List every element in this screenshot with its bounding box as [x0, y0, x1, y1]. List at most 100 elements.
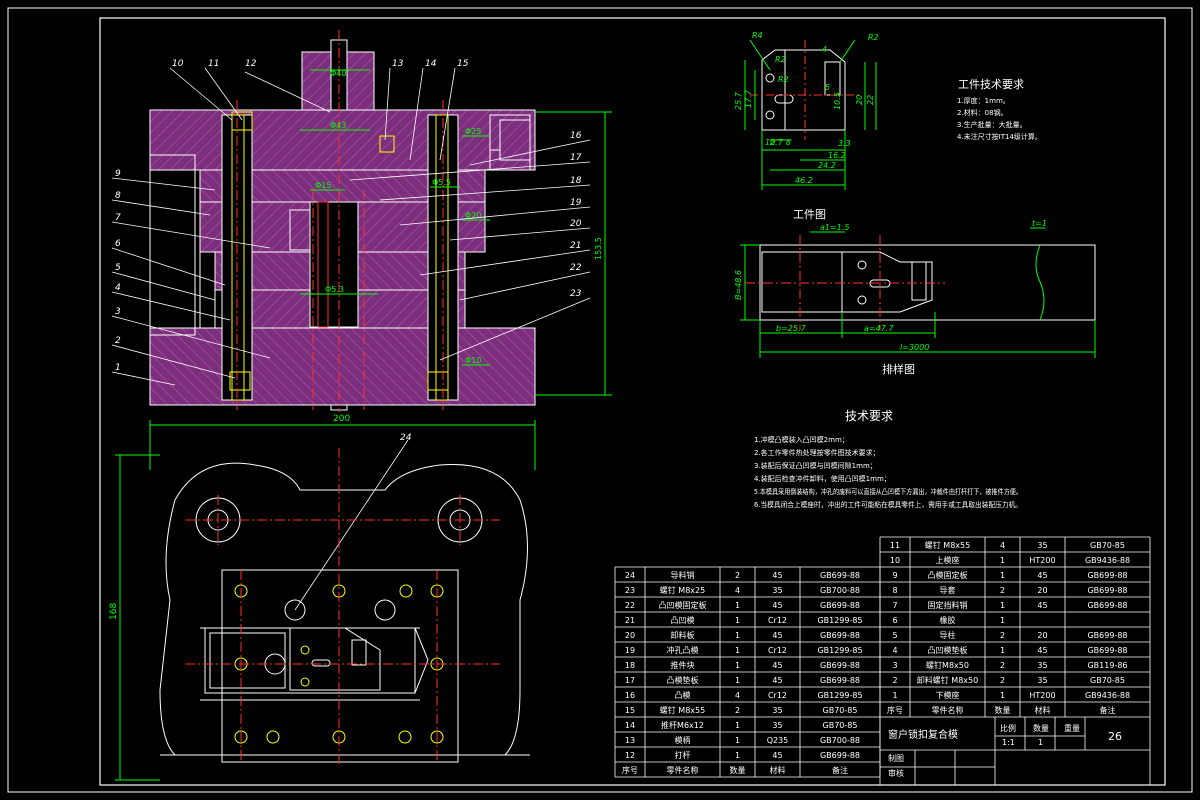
dim-front-5: Φ20: [465, 211, 481, 220]
bom-right-cell: 35: [1037, 676, 1047, 685]
bom-left-cell: GB699-88: [820, 751, 860, 760]
wp-dim-20: 20: [855, 95, 864, 105]
strip-layout: [740, 227, 1096, 358]
bom-left-cell: 1: [735, 601, 740, 610]
title-block-scale-label: 比例: [1000, 723, 1016, 733]
wp-dim-46-2: 46.2: [795, 176, 813, 185]
bom-right-cell: 5: [892, 631, 897, 640]
bom-left-cell: 凸凹模固定板: [659, 600, 707, 610]
bom-right-cell: GB699-88: [1087, 586, 1127, 595]
callout-20: 20: [570, 219, 582, 229]
bom-right-cell: 4: [1000, 541, 1005, 550]
bom-left-cell: Cr12: [768, 616, 787, 625]
callout-21: 21: [570, 241, 581, 251]
bom-right-cell: 2: [1000, 676, 1005, 685]
wp-dim-16-2: 16.2: [828, 151, 846, 160]
wp-dim-r4: R4: [752, 31, 763, 40]
bom-left-cell: 螺钉 M8x55: [660, 705, 705, 715]
strip-b-width: B=48.6: [734, 270, 743, 300]
bom-right-cell: 3: [892, 661, 897, 670]
bom-right-cell: 6: [892, 616, 897, 625]
bom-right-cell: 35: [1037, 541, 1047, 550]
callout-22: 22: [570, 263, 582, 273]
callout-17: 17: [570, 153, 582, 163]
dim-front-6: Φ25: [465, 127, 481, 136]
bom-left-cell: Q235: [767, 736, 789, 745]
bom-left-cell: 卸料板: [671, 630, 695, 640]
bom-left-cell: 35: [772, 586, 782, 595]
tech-req-5: 5.本模具采用倒装结构，冲孔的废料可以直接从凸凹模下方漏出，冲裁件由打杆打下，被…: [754, 487, 1022, 496]
callout-13: 13: [392, 59, 404, 69]
bom-left-cell: 13: [625, 736, 635, 745]
tech-req-6: 6.当模具闭合上模座时，冲出的工件可能粘在模具零件上，需用手或工具取出装配压力机…: [754, 500, 1022, 509]
bom-right-cell: 卸料螺钉 M8x50: [917, 675, 978, 685]
title-block-scale: 1:1: [1002, 738, 1015, 747]
bom-right-header: 材料: [1035, 705, 1051, 715]
bom-left-cell: 1: [735, 751, 740, 760]
strip-a: a=47.7: [864, 324, 894, 333]
bom-left-cell: 15: [625, 706, 635, 715]
bom-left-cell: GB699-88: [820, 571, 860, 580]
bom-left-cell: 打杆: [675, 750, 691, 760]
bom-left-cell: GB699-88: [820, 601, 860, 610]
bom-left-cell: 1: [735, 721, 740, 730]
top-view-dimensions: [115, 420, 536, 781]
workpiece-drawing: [744, 39, 877, 190]
bom-right-cell: GB9436-88: [1085, 556, 1130, 565]
drawing-frame: [99, 17, 1166, 786]
strip-caption: 排样图: [882, 362, 915, 376]
wp-dim-r2b: R2: [778, 75, 789, 84]
bom-right-header: 数量: [995, 705, 1011, 715]
dim-front-1: Φ43: [330, 121, 346, 130]
strip-labels: a1=1.5 t=1 B=48.6 b=25.7 a=47.7 l=3000: [734, 219, 1047, 352]
strip-b: b=25.7: [776, 324, 807, 333]
bom-left-cell: GB1299-85: [817, 616, 862, 625]
bom-right-cell: 11: [890, 541, 900, 550]
bom-left-cell: 1: [735, 631, 740, 640]
title-block-qty: 1: [1038, 738, 1043, 747]
bom-right-cell: 45: [1037, 601, 1047, 610]
bom-right-cell: 1: [1000, 646, 1005, 655]
callout-4: 4: [115, 283, 121, 293]
bom-right-cell: 20: [1037, 631, 1047, 640]
bom-left-cell: 螺钉 M8x25: [660, 585, 705, 595]
bom-left-cell: 1: [735, 616, 740, 625]
callout-leaders: [111, 67, 591, 611]
callout-1: 1: [115, 363, 121, 373]
dim-front-3: Φ15: [315, 181, 331, 190]
callout-12: 12: [245, 59, 257, 69]
bom-left-cell: 35: [772, 721, 782, 730]
bom-left-cell: 45: [772, 751, 782, 760]
bom-right-cell: 1: [892, 691, 897, 700]
callout-11: 11: [208, 59, 219, 69]
bom-left-header: 零件名称: [667, 765, 699, 775]
bom-left-cell: 17: [625, 676, 635, 685]
tech-req-3: 3.装配后保证凸凹模与凹模间隙1mm；: [754, 461, 877, 470]
bom-left-cell: 凸凹模: [671, 615, 695, 625]
bom-right-cell: 20: [1037, 586, 1047, 595]
dim-front-7: 153.5: [594, 237, 603, 260]
callout-18: 18: [570, 176, 582, 186]
bom-left-cell: 模柄: [675, 735, 691, 745]
callout-7: 7: [115, 213, 121, 223]
wp-dim-4: 4: [822, 45, 827, 54]
wp-dim-24-2: 24.2: [818, 161, 836, 170]
bom-right-cell: GB699-88: [1087, 571, 1127, 580]
callout-19: 19: [570, 198, 582, 208]
bom-left-cell: 2: [735, 706, 740, 715]
callout-3: 3: [115, 307, 121, 317]
bom-left-cell: GB70-85: [823, 721, 858, 730]
title-block-designer: 制图: [888, 753, 904, 763]
top-view-centerlines: [185, 448, 500, 765]
bom-left-cell: GB70-85: [823, 706, 858, 715]
title-block-qty-label: 数量: [1033, 723, 1049, 733]
bom-right-cell: 橡胶: [940, 615, 956, 625]
workpiece-caption: 工件图: [793, 208, 826, 221]
strip-l: l=3000: [900, 343, 929, 352]
bom-right-cell: 2: [892, 676, 897, 685]
bom-left-cell: 4: [735, 691, 740, 700]
bom-right-cell: GB699-88: [1087, 646, 1127, 655]
bom-left-cell: 45: [772, 571, 782, 580]
bom-left-cell: 1: [735, 661, 740, 670]
bom-right-cell: GB699-88: [1087, 601, 1127, 610]
